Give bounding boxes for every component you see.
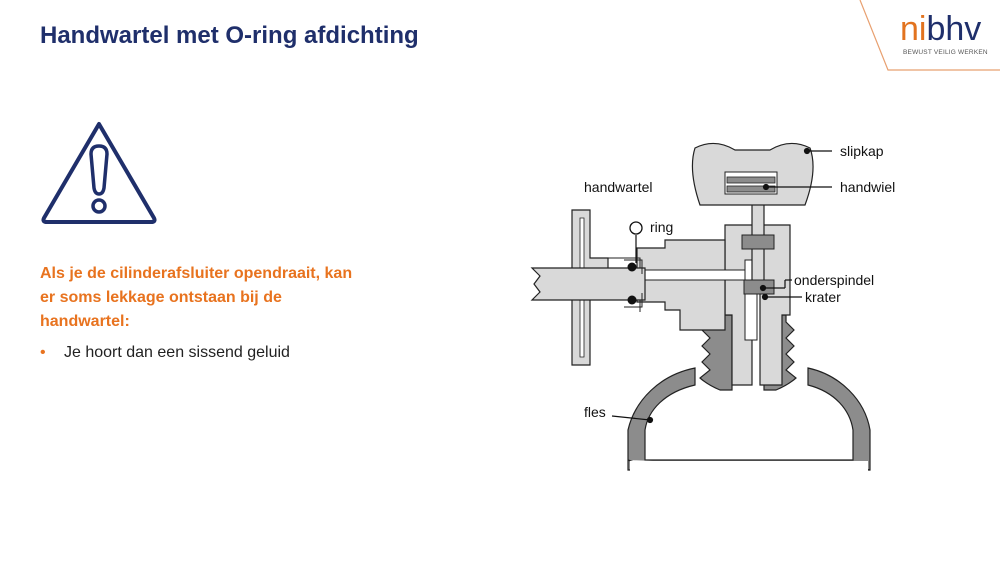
bullet-list: • Je hoort dan een sissend geluid xyxy=(40,344,290,362)
label-slipkap: slipkap xyxy=(840,143,884,159)
label-onderspindel: onderspindel xyxy=(794,272,874,288)
label-handwartel: handwartel xyxy=(584,179,653,195)
page-title: Handwartel met O-ring afdichting xyxy=(40,22,419,49)
handwartel-nut xyxy=(530,209,646,366)
list-item: • Je hoort dan een sissend geluid xyxy=(40,344,290,362)
logo-part-bhv: bhv xyxy=(926,10,982,48)
leader-lines xyxy=(611,147,832,424)
ring-marker xyxy=(629,221,643,235)
logo-text: nibhv xyxy=(900,10,981,49)
valve-diagram: slipkap handwiel handwartel ring ondersp… xyxy=(520,130,920,485)
label-krater: krater xyxy=(805,289,841,305)
spindle xyxy=(741,194,775,295)
bottle-shape xyxy=(627,367,871,480)
slipkap-cap xyxy=(691,142,814,206)
logo-corner-shape xyxy=(859,0,1000,71)
warning-triangle-icon xyxy=(38,118,160,231)
logo-part-ni: ni xyxy=(900,10,927,48)
logo xyxy=(855,0,1000,72)
intro-text: Als je de cilinderafsluiter opendraait, … xyxy=(40,265,353,330)
label-handwiel: handwiel xyxy=(840,179,895,195)
label-fles: fles xyxy=(584,404,606,420)
bullet-dot-icon: • xyxy=(40,344,46,361)
logo-tagline: BEWUST VEILIG WERKEN xyxy=(903,49,988,56)
label-ring: ring xyxy=(650,219,673,235)
bullet-text: Je hoort dan een sissend geluid xyxy=(64,344,290,361)
